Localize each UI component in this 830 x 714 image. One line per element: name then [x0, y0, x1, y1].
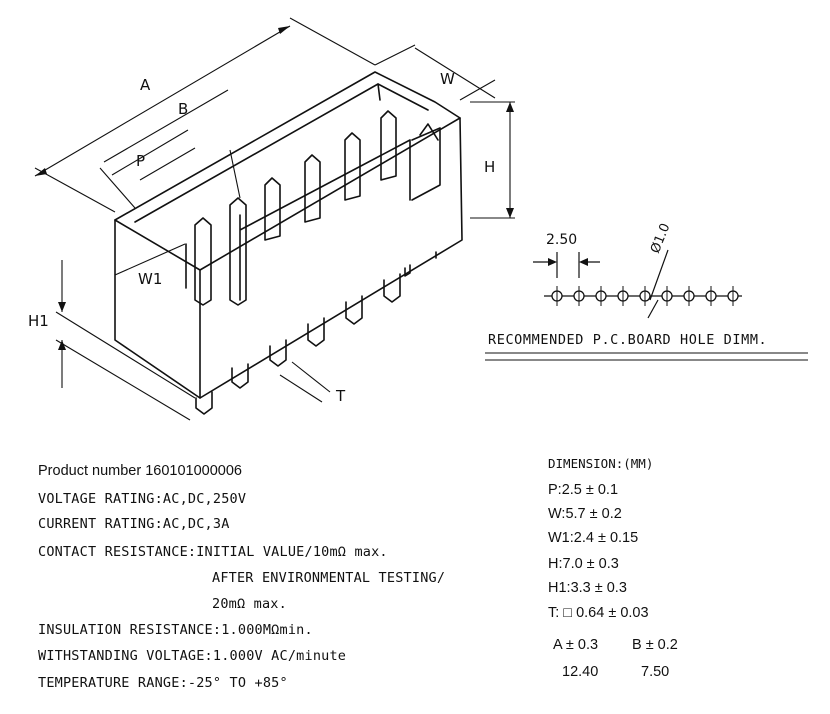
pcb-hole-pattern [533, 249, 742, 319]
label-A: A [140, 76, 151, 94]
label-T: T [336, 387, 346, 405]
spec-contact-resistance-max: 20mΩ max. [212, 596, 287, 612]
dimension-A-header: A ± 0.3 [553, 637, 599, 653]
dimension-W1: W1:2.4 ± 0.15 [548, 530, 639, 546]
top-pins [194, 110, 397, 306]
spec-product-number: Product number 160101000006 [38, 463, 242, 479]
dimension-T: T: □ 0.64 ± 0.03 [548, 605, 649, 621]
pcb-holes [551, 286, 739, 306]
label-B: B [178, 100, 189, 118]
dimension-H1: H1:3.3 ± 0.3 [548, 580, 627, 596]
spec-contact-resistance: CONTACT RESISTANCE:INITIAL VALUE/10mΩ ma… [38, 544, 388, 560]
label-H1: H1 [28, 312, 49, 330]
label-W: W [440, 70, 455, 88]
label-H: H [484, 158, 496, 176]
pcb-arrows [548, 258, 588, 266]
spec-current-rating: CURRENT RATING:AC,DC,3A [38, 516, 230, 532]
dimension-lines [34, 17, 515, 421]
label-P: P [136, 152, 146, 170]
arrowheads [35, 26, 514, 350]
dimension-W: W:5.7 ± 0.2 [548, 506, 622, 522]
spec-withstanding-voltage: WITHSTANDING VOLTAGE:1.000V AC/minute [38, 648, 347, 664]
spec-temperature-range: TEMPERATURE RANGE:-25° TO +85° [38, 675, 288, 691]
dimension-H: H:7.0 ± 0.3 [548, 556, 619, 572]
spec-contact-resistance-after: AFTER ENVIRONMENTAL TESTING/ [212, 570, 446, 586]
spec-voltage-rating: VOLTAGE RATING:AC,DC,250V [38, 491, 247, 507]
housing-outline [114, 71, 463, 399]
dimension-B-header: B ± 0.2 [632, 637, 678, 653]
label-W1: W1 [138, 270, 163, 288]
connector-drawing [34, 17, 808, 421]
dimension-header: DIMENSION:(MM) [548, 456, 654, 471]
dimension-B-value: 7.50 [641, 664, 670, 680]
dimension-P: P:2.5 ± 0.1 [548, 482, 619, 498]
dimension-A-value: 12.40 [562, 664, 599, 680]
pcb-caption: RECOMMENDED P.C.BOARD HOLE DIMM. [488, 332, 768, 348]
bottom-pins [195, 251, 437, 415]
spec-insulation-resistance: INSULATION RESISTANCE:1.000MΩmin. [38, 622, 313, 638]
pcb-pitch-label: 2.50 [546, 232, 578, 248]
